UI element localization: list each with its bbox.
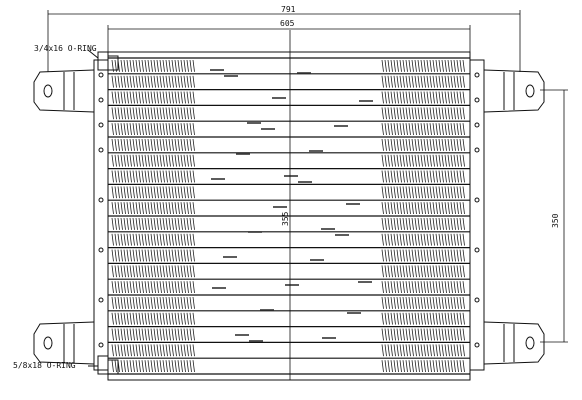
- fin-left: [111, 170, 195, 183]
- fitting-bottom-label: 5/8x18 O-RING: [13, 361, 76, 370]
- fin-right: [381, 249, 465, 262]
- bracket-top-right: [483, 69, 545, 113]
- header-hole: [474, 297, 480, 303]
- fin-left: [111, 312, 195, 325]
- fin-right: [381, 360, 465, 373]
- fin-left: [111, 202, 195, 215]
- header-hole: [98, 147, 104, 153]
- header-hole: [98, 297, 104, 303]
- mounting-brackets: [33, 69, 545, 365]
- bracket-bottom-left: [33, 321, 95, 365]
- bracket-hole: [43, 84, 53, 98]
- header-hole: [98, 97, 104, 103]
- right-header-tank: [469, 59, 485, 371]
- fin-left: [111, 344, 195, 357]
- fin-right: [381, 186, 465, 199]
- fitting-bottom: [97, 355, 109, 375]
- bracket-top-left: [33, 69, 95, 113]
- dim-core-height-label: 350: [551, 213, 560, 228]
- header-hole: [474, 342, 480, 348]
- tube-rows: [108, 57, 470, 375]
- fin-right: [381, 312, 465, 325]
- header-hole: [98, 247, 104, 253]
- fin-left: [111, 328, 195, 341]
- bracket-hole: [525, 84, 535, 98]
- fin-left: [111, 360, 195, 373]
- header-hole: [474, 147, 480, 153]
- fin-right: [381, 328, 465, 341]
- header-hole: [98, 197, 104, 203]
- fitting-top-leader: [87, 49, 99, 59]
- fin-right: [381, 138, 465, 151]
- bracket-hole: [43, 336, 53, 350]
- pipe-fittings: [87, 49, 119, 375]
- fitting-top: [97, 51, 109, 71]
- header-hole: [98, 342, 104, 348]
- fin-right: [381, 202, 465, 215]
- fin-left: [111, 138, 195, 151]
- fin-right: [381, 344, 465, 357]
- header-hole: [98, 122, 104, 128]
- fin-left: [111, 233, 195, 246]
- fin-zones: [111, 59, 465, 373]
- fin-right: [381, 281, 465, 294]
- left-header-tank: [93, 59, 109, 371]
- fin-right: [381, 75, 465, 88]
- bracket-hole: [525, 336, 535, 350]
- fitting-bottom-nut: [107, 359, 119, 375]
- fin-left: [111, 107, 195, 120]
- fin-right: [381, 265, 465, 278]
- header-hole: [474, 72, 480, 78]
- dimension-lines: [47, 10, 568, 380]
- dim-overall-width-label: 791: [281, 5, 296, 14]
- header-hole: [474, 247, 480, 253]
- fin-left: [111, 296, 195, 309]
- header-hole: [474, 197, 480, 203]
- fin-right: [381, 233, 465, 246]
- fin-right: [381, 170, 465, 183]
- header-hole: [474, 97, 480, 103]
- fin-right: [381, 91, 465, 104]
- fin-left: [111, 123, 195, 136]
- fin-right: [381, 296, 465, 309]
- fin-left: [111, 91, 195, 104]
- fin-right: [381, 217, 465, 230]
- fin-left: [111, 265, 195, 278]
- fin-left: [111, 154, 195, 167]
- fin-left: [111, 75, 195, 88]
- fin-right: [381, 154, 465, 167]
- bracket-bottom-right: [483, 321, 545, 365]
- fin-left: [111, 281, 195, 294]
- fin-left: [111, 249, 195, 262]
- fin-right: [381, 123, 465, 136]
- header-hole: [474, 122, 480, 128]
- header-hole: [98, 72, 104, 78]
- dim-center-label: 355: [281, 211, 290, 226]
- fin-left: [111, 186, 195, 199]
- fitting-top-label: 3/4x16 O-RING: [34, 44, 97, 53]
- fin-left: [111, 217, 195, 230]
- fin-right: [381, 59, 465, 72]
- fin-left: [111, 59, 195, 72]
- fitting-top-nut: [107, 55, 119, 71]
- dim-core-width-label: 605: [280, 19, 295, 28]
- fin-right: [381, 107, 465, 120]
